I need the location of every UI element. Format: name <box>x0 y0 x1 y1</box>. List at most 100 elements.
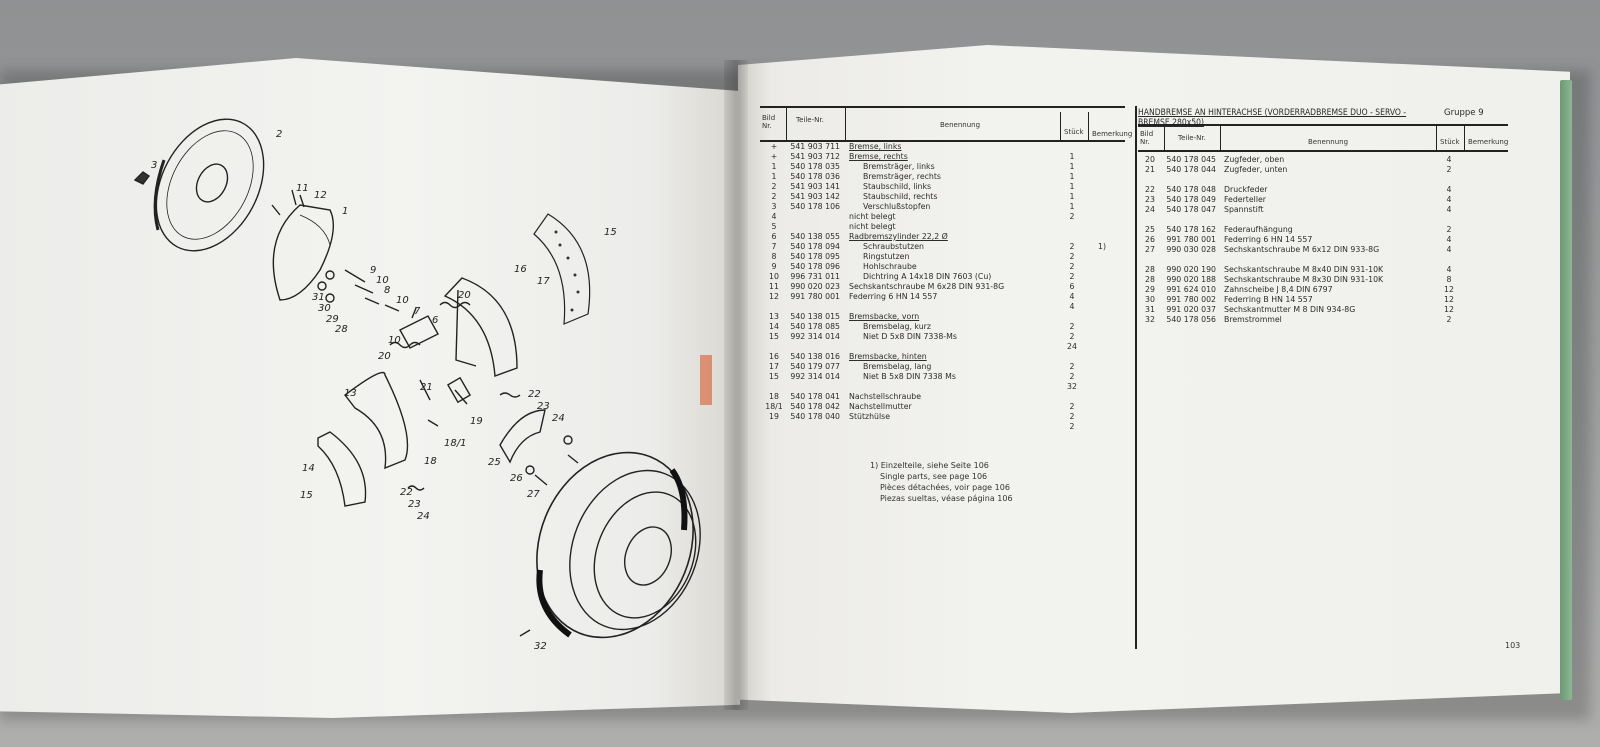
table-cell: 2 <box>1069 372 1075 381</box>
book-cover-edge <box>1560 80 1572 700</box>
table-cell: Bremse, rechts <box>849 152 908 161</box>
table-cell: 6 <box>771 232 777 241</box>
brake-shoe-front <box>344 371 409 470</box>
table-cell: 32 <box>1145 315 1155 324</box>
callout-label: 14 <box>302 463 315 474</box>
callout-label: 25 <box>488 457 501 468</box>
table-cell <box>1224 175 1383 185</box>
table-cell: 5 <box>771 222 777 231</box>
table-cell <box>1062 312 1082 322</box>
table-cell: 24 <box>1067 342 1077 351</box>
callout-label: 2 <box>276 129 282 140</box>
table-cell <box>1140 255 1160 265</box>
table-cell: 2 <box>1069 242 1075 251</box>
page-stamp <box>700 355 712 405</box>
exploded-brake-diagram: 2 3 1 11 12 9 10 8 31 30 29 28 10 7 6 20… <box>133 118 701 652</box>
callout-label: 7 <box>414 306 421 317</box>
table-cell: 540 178 035 <box>790 162 840 171</box>
table-cell: 11 <box>769 282 779 291</box>
table-cell <box>788 212 840 222</box>
table-cell: 991 780 001 <box>1166 235 1216 244</box>
table-cell: Nachstellschraube <box>849 392 922 401</box>
callout-label: 24 <box>417 511 430 522</box>
callout-label: 20 <box>378 351 391 362</box>
table-cell: 990 020 023 <box>790 282 840 291</box>
table-cell <box>1062 142 1082 152</box>
table-cell: Federring B HN 14 557 <box>1224 295 1313 304</box>
table-cell: 15 <box>769 372 779 381</box>
table-cell: 2 <box>1446 315 1452 324</box>
table-cell <box>788 222 840 232</box>
table-cell: 21 <box>1145 165 1155 174</box>
table-cell: Zugfeder, unten <box>1224 165 1288 174</box>
table-cell: 2 <box>771 192 777 201</box>
callout-label: 11 <box>296 183 309 194</box>
table-cell: Bremstrommel <box>1224 315 1282 324</box>
brake-shoe-rear <box>443 277 518 377</box>
table-cell: 31 <box>1145 305 1155 314</box>
callout-label: 27 <box>527 489 540 500</box>
table-cell: 9 <box>771 262 777 271</box>
table-cell: 4 <box>1446 205 1452 214</box>
table-cell: 2 <box>1069 322 1075 331</box>
header-benennung: Benennung <box>940 121 981 129</box>
header-stueck: Stück <box>1440 138 1460 146</box>
table-cell <box>764 342 784 352</box>
table-cell: 4 <box>1446 185 1452 194</box>
table-cell: 540 178 047 <box>1166 205 1216 214</box>
table-cell: 996 731 011 <box>790 272 840 281</box>
table-cell: 540 178 045 <box>1166 155 1216 164</box>
table-cell: 1 <box>771 162 777 171</box>
table-cell <box>1224 215 1383 225</box>
callout-label: 30 <box>318 303 331 314</box>
group-label: Gruppe 9 <box>1444 108 1484 118</box>
header-rule <box>1138 150 1508 152</box>
table-cell: 540 178 094 <box>790 242 840 251</box>
table-cell: Bremsbelag, kurz <box>863 322 931 331</box>
header-bild: Bild Nr. <box>1140 130 1154 146</box>
table-cell: Bremsträger, rechts <box>863 172 941 181</box>
table-cell: 17 <box>769 362 779 371</box>
table-cell: 540 178 096 <box>790 262 840 271</box>
table-cell: 4 <box>771 212 777 221</box>
table-cell: 19 <box>769 412 779 421</box>
table-cell: 540 138 016 <box>790 352 840 361</box>
table-cell <box>1438 215 1460 225</box>
callout-label: 16 <box>514 264 527 275</box>
table-cell: 541 903 141 <box>790 182 840 191</box>
table-cell: Ringstutzen <box>863 252 910 261</box>
header-teile: Teile-Nr. <box>1178 134 1206 142</box>
table-cell: 540 178 085 <box>790 322 840 331</box>
wheel-cylinder <box>399 315 439 349</box>
table-cell: 990 020 188 <box>1166 275 1216 284</box>
table-cell: Hohlschraube <box>863 262 917 271</box>
callout-label: 19 <box>470 416 483 427</box>
table-cell <box>1166 215 1216 225</box>
table-cell: 1 <box>1069 162 1075 171</box>
table-cell: 540 178 106 <box>790 202 840 211</box>
table-cell <box>1062 232 1082 242</box>
page-number: 103 <box>1505 641 1521 650</box>
table-cell <box>1224 255 1383 265</box>
callout-label: 9 <box>370 265 376 276</box>
table-cell: 28 <box>1145 265 1155 274</box>
table-cell: 540 178 036 <box>790 172 840 181</box>
table-cell: 32 <box>1067 382 1077 391</box>
callout-label: 12 <box>314 190 327 201</box>
callout-label: 23 <box>537 401 550 412</box>
table-cell <box>788 382 840 392</box>
table-cell: 2 <box>1069 402 1075 411</box>
callout-label: 24 <box>552 413 565 424</box>
table-cell: 25 <box>1145 225 1155 234</box>
table-cell: 991 020 037 <box>1166 305 1216 314</box>
table-cell: 15 <box>769 332 779 341</box>
table-cell: 18 <box>769 392 779 401</box>
header-bild: Bild Nr. <box>762 114 776 130</box>
callout-label: 1 <box>342 206 348 217</box>
callout-label: 22 <box>528 389 541 400</box>
table-cell: Federaufhängung <box>1224 225 1293 234</box>
table-cell: 16 <box>769 352 779 361</box>
callout-label: 15 <box>604 227 617 238</box>
